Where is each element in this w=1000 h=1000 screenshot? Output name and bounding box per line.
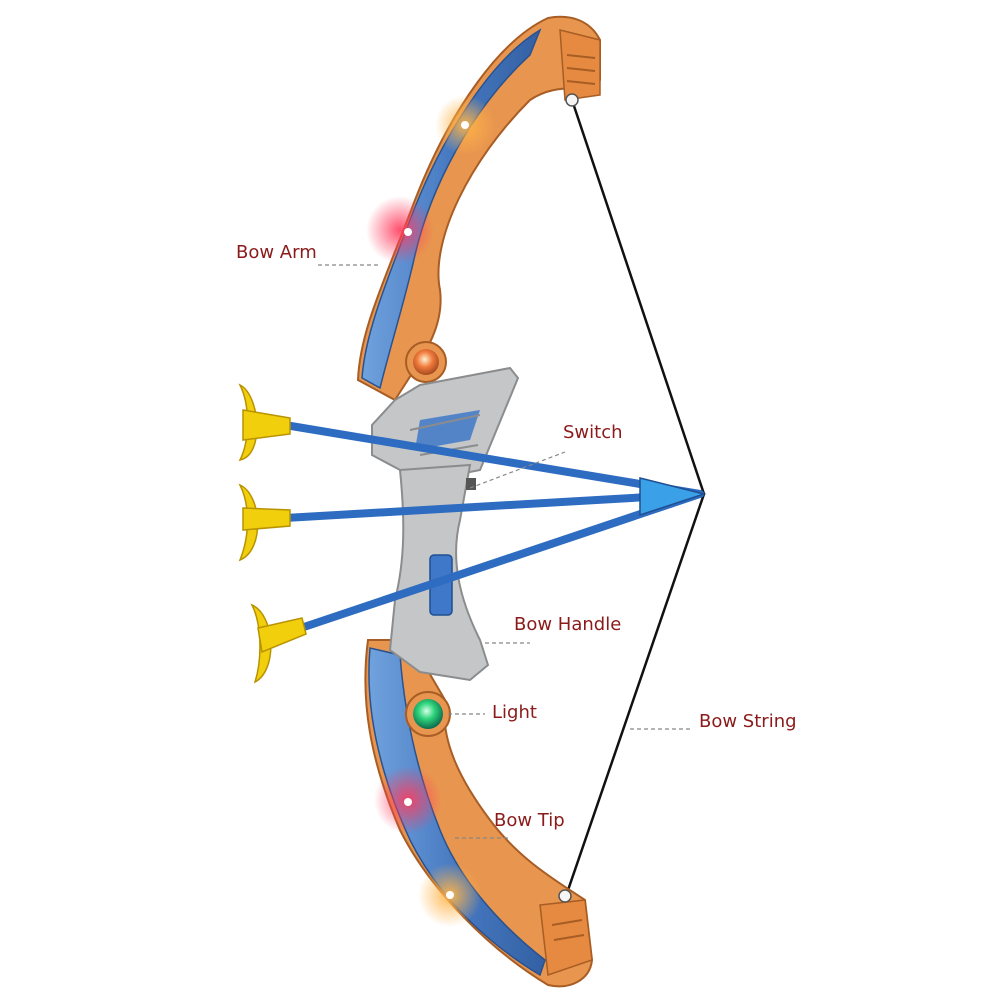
- label-switch: Switch: [563, 422, 623, 443]
- suction-arrow-icon: [238, 483, 704, 562]
- arrows: [238, 383, 707, 684]
- upper-limb: [356, 15, 601, 402]
- label-bow-tip: Bow Tip: [494, 810, 565, 831]
- label-bow-handle: Bow Handle: [514, 614, 622, 635]
- suction-arrow-icon: [238, 383, 704, 498]
- suction-arrow-icon: [250, 490, 704, 684]
- bow-string: [564, 105, 706, 897]
- upper-led: [405, 341, 447, 383]
- limb-lights: [366, 95, 495, 927]
- label-bow-arm: Bow Arm: [236, 242, 317, 263]
- leader-lines: [318, 264, 692, 839]
- label-light: Light: [492, 702, 537, 723]
- bow-handle: [371, 366, 520, 682]
- label-bow-string: Bow String: [699, 711, 797, 732]
- led-light-icon: [405, 691, 451, 737]
